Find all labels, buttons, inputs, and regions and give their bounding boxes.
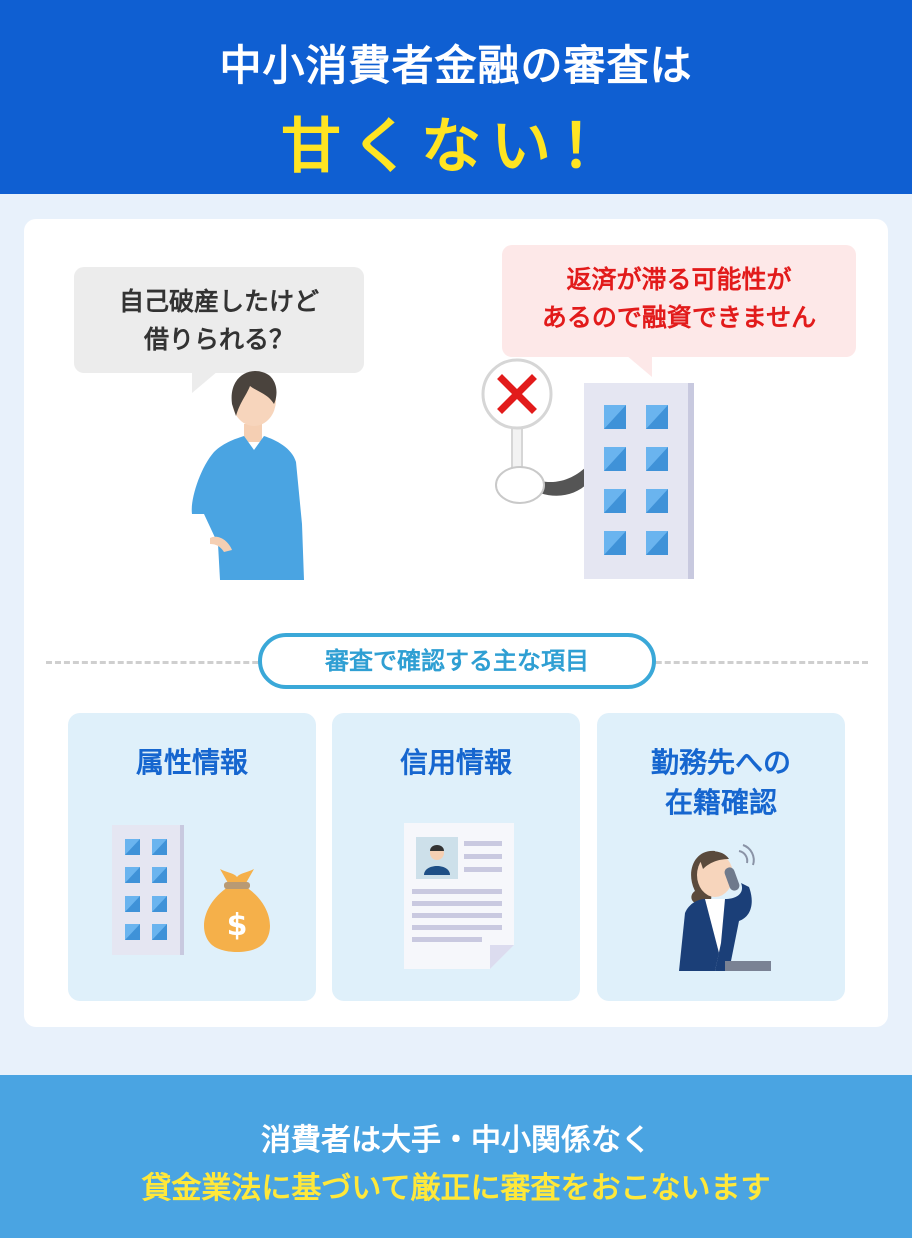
section-label: 審査で確認する主な項目 bbox=[258, 633, 656, 689]
customer-speech-bubble: 自己破産したけど 借りられる？ bbox=[74, 267, 364, 393]
red-x-sign-icon bbox=[481, 358, 588, 504]
credit-report-document-icon bbox=[404, 823, 514, 969]
header-banner: 中小消費者金融の審査は 甘くない！ bbox=[0, 0, 912, 194]
item-title: 属性情報 bbox=[135, 746, 248, 779]
building-icon bbox=[584, 383, 694, 579]
headline-line2: 甘くない！ bbox=[281, 112, 631, 182]
item-title-line1: 勤務先への bbox=[650, 746, 791, 779]
lender-speech-line2: あるので融資できません bbox=[541, 303, 817, 332]
item-title: 信用情報 bbox=[399, 746, 512, 779]
lender-speech-bubble: 返済が滞る可能性が あるので融資できません bbox=[502, 245, 856, 377]
footer-banner: 消費者は大手・中小関係なく 貸金業法に基づいて厳正に審査をおこないます bbox=[0, 1075, 912, 1238]
building-and-money-bag-icon: $ bbox=[112, 825, 270, 955]
man-in-blue-sweater-icon bbox=[191, 371, 304, 580]
svg-text:$: $ bbox=[227, 908, 248, 943]
item-card-employment-verification: 勤務先への 在籍確認 bbox=[597, 713, 845, 1001]
footer-line2: 貸金業法に基づいて厳正に審査をおこないます bbox=[141, 1171, 771, 1206]
customer-speech-line2: 借りられる？ bbox=[143, 325, 294, 354]
headline-line1: 中小消費者金融の審査は bbox=[219, 41, 693, 90]
content-card: 自己破産したけど 借りられる？ 返済が滞る可能性が あるので融資できません bbox=[24, 219, 888, 1027]
item-title-block: 勤務先への 在籍確認 bbox=[597, 713, 845, 823]
lender-speech-line1: 返済が滞る可能性が bbox=[566, 265, 792, 294]
customer-speech-line1: 自己破産したけど bbox=[118, 287, 319, 316]
item-card-attribute-info: 属性情報 $ bbox=[68, 713, 316, 1001]
item-title-line2: 在籍確認 bbox=[664, 786, 777, 819]
footer-line1: 消費者は大手・中小関係なく bbox=[261, 1123, 651, 1158]
item-card-credit-info: 信用情報 bbox=[332, 713, 580, 1001]
woman-on-phone-icon bbox=[679, 844, 771, 971]
